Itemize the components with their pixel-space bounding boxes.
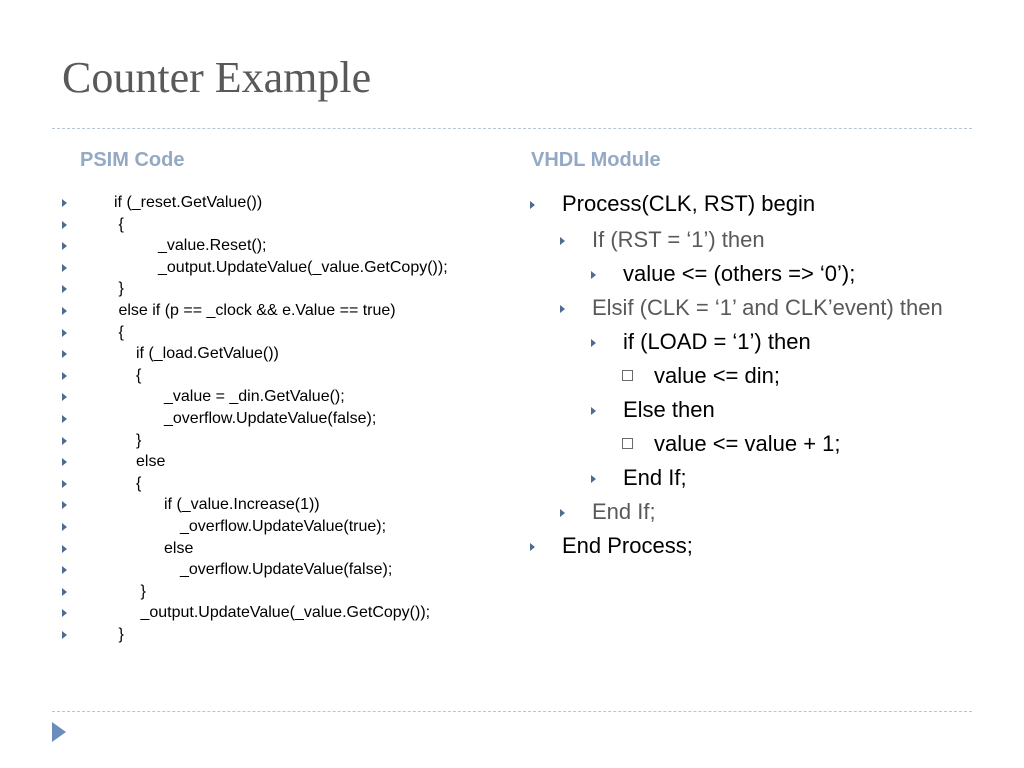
triangle-bullet-icon — [530, 201, 535, 209]
triangle-bullet-icon — [62, 306, 67, 315]
triangle-bullet-icon — [62, 479, 67, 488]
triangle-bullet-icon — [62, 242, 67, 251]
triangle-bullet-icon — [62, 263, 67, 272]
triangle-bullet-icon — [62, 285, 67, 294]
vhdl-item: End Process; — [530, 532, 970, 560]
triangle-bullet-icon — [62, 393, 67, 402]
code-line-text: { — [136, 474, 142, 492]
triangle-bullet-icon — [62, 630, 67, 639]
square-bullet-icon — [622, 370, 633, 381]
triangle-bullet-icon — [62, 350, 67, 359]
code-line-text: } — [136, 582, 146, 600]
triangle-bullet-icon — [62, 436, 67, 445]
vhdl-module-list: Process(CLK, RST) begin If (RST = ‘1’) th… — [530, 190, 970, 568]
triangle-bullet-icon — [62, 371, 67, 380]
top-divider — [52, 128, 972, 129]
vhdl-item: Process(CLK, RST) begin — [530, 190, 970, 218]
code-line-text: if (_load.GetValue()) — [136, 345, 279, 363]
vhdl-item: value <= value + 1; — [530, 430, 970, 458]
code-line-text: _value = _din.GetValue(); — [164, 388, 345, 406]
code-line-text: { — [114, 215, 124, 233]
vhdl-item: value <= (others => ‘0’); — [530, 260, 970, 288]
vhdl-item: End If; — [530, 464, 970, 492]
vhdl-item: Elsif (CLK = ‘1’ and CLK’event) then — [530, 294, 970, 322]
code-line-text: _overflow.UpdateValue(false); — [180, 561, 393, 579]
triangle-bullet-icon — [62, 609, 67, 618]
code-line-text: _value.Reset(); — [158, 237, 267, 255]
vhdl-item: If (RST = ‘1’) then — [530, 226, 970, 254]
code-line-text: _overflow.UpdateValue(true); — [180, 517, 387, 535]
triangle-bullet-icon — [560, 305, 565, 313]
vhdl-module-heading: VHDL Module — [531, 149, 661, 171]
triangle-bullet-icon — [591, 339, 596, 347]
vhdl-item-text: Process(CLK, RST) begin — [562, 191, 816, 216]
code-line-text: } — [136, 431, 142, 449]
vhdl-item: value <= din; — [530, 362, 970, 390]
vhdl-item-text: If (RST = ‘1’) then — [592, 227, 765, 252]
triangle-bullet-icon — [560, 509, 565, 517]
triangle-bullet-icon — [62, 458, 67, 467]
vhdl-item: Else then — [530, 396, 970, 424]
vhdl-item-text: Else then — [623, 397, 715, 422]
vhdl-item-text: if (LOAD = ‘1’) then — [623, 329, 811, 354]
code-line-text: else — [136, 453, 166, 471]
triangle-bullet-icon — [62, 328, 67, 337]
triangle-bullet-icon — [62, 501, 67, 510]
code-line-text: _output.UpdateValue(_value.GetCopy()); — [158, 258, 448, 276]
code-line-text: else — [164, 539, 194, 557]
vhdl-item-text: value <= (others => ‘0’); — [623, 261, 856, 286]
triangle-bullet-icon — [62, 220, 67, 229]
triangle-bullet-icon — [62, 522, 67, 531]
vhdl-item-text: value <= din; — [654, 363, 780, 388]
triangle-bullet-icon — [62, 566, 67, 575]
square-bullet-icon — [622, 438, 633, 449]
code-line-text: { — [136, 366, 142, 384]
code-line-text: else if (p == _clock && e.Value == true) — [114, 301, 396, 319]
vhdl-item-text: End If; — [623, 465, 687, 490]
bottom-divider — [52, 711, 972, 712]
triangle-bullet-icon — [591, 475, 596, 483]
code-line-text: _overflow.UpdateValue(false); — [164, 409, 377, 427]
triangle-bullet-icon — [62, 199, 67, 207]
triangle-bullet-icon — [591, 407, 596, 415]
next-slide-arrow-icon[interactable] — [52, 722, 66, 742]
triangle-bullet-icon — [62, 544, 67, 553]
vhdl-item-text: End Process; — [562, 533, 693, 558]
code-line-text: } — [114, 625, 124, 643]
triangle-bullet-icon — [530, 543, 535, 551]
code-line-text: if (_reset.GetValue()) — [114, 194, 263, 211]
vhdl-item: End If; — [530, 498, 970, 526]
triangle-bullet-icon — [62, 414, 67, 423]
vhdl-item-text: value <= value + 1; — [654, 431, 841, 456]
vhdl-item-text: End If; — [592, 499, 656, 524]
psim-code-heading: PSIM Code — [80, 149, 185, 171]
code-line-text: } — [114, 280, 124, 298]
code-line-text: { — [114, 323, 124, 341]
triangle-bullet-icon — [560, 237, 565, 245]
vhdl-item-text: Elsif (CLK = ‘1’ and CLK’event) then — [592, 295, 943, 320]
code-line-text: _output.UpdateValue(_value.GetCopy()); — [136, 604, 431, 622]
triangle-bullet-icon — [62, 587, 67, 596]
vhdl-item: if (LOAD = ‘1’) then — [530, 328, 970, 356]
slide-title: Counter Example — [62, 53, 372, 102]
triangle-bullet-icon — [591, 271, 596, 279]
code-line-text: if (_value.Increase(1)) — [164, 496, 320, 514]
